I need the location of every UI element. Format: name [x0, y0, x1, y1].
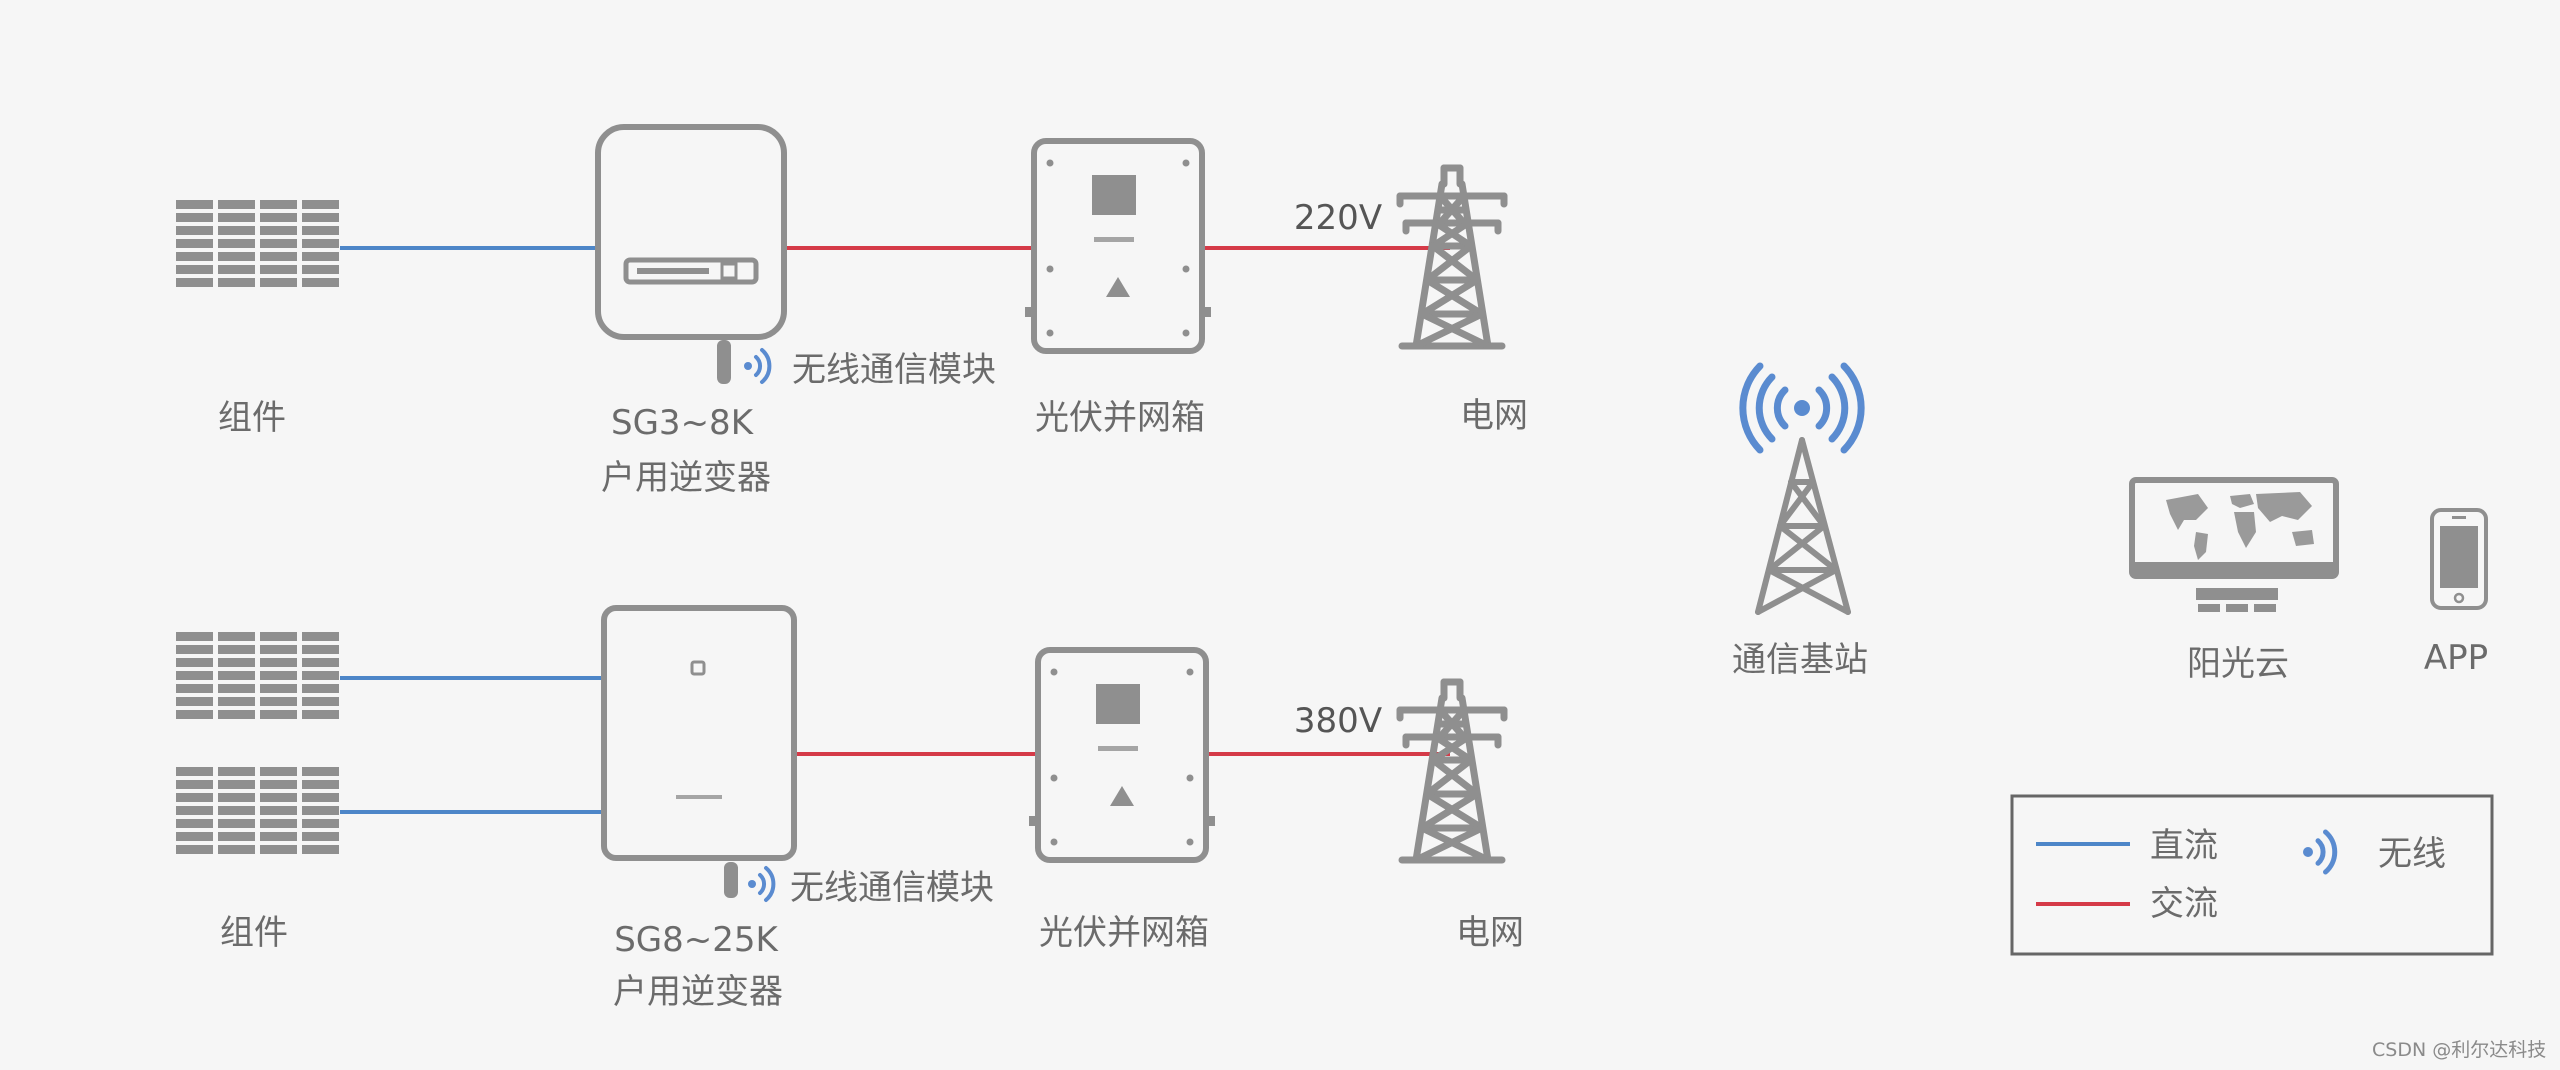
row2-combiner-box-icon [1029, 650, 1215, 860]
row2-combiner-label: 光伏并网箱 [1039, 913, 1209, 953]
row1-inverter-model: SG3~8K [611, 403, 753, 443]
row2-module-label: 组件 [220, 913, 288, 953]
base-station-label: 通信基站 [1732, 640, 1868, 680]
app-label: APP [2423, 638, 2489, 678]
monitor-world-map-icon [2129, 477, 2339, 612]
legend-ac-label: 交流 [2150, 884, 2218, 924]
legend-box [2010, 794, 2494, 956]
legend-dc-label: 直流 [2150, 826, 2218, 866]
row2-grid-pylon-icon [1400, 682, 1504, 860]
row1-module-label: 组件 [218, 398, 286, 438]
row1-combiner-box-icon [1025, 141, 1211, 351]
legend-wireless-icon [2303, 832, 2335, 872]
row2-inverter-model: SG8~25K [614, 920, 778, 960]
row1-voltage: 220V [1293, 198, 1383, 238]
row2-pv-module-icon-1 [176, 632, 339, 719]
row1-wireless-label: 无线通信模块 [792, 350, 996, 390]
row2-voltage: 380V [1293, 701, 1383, 741]
row1-inverter-icon [595, 124, 787, 384]
row1-wireless-module-icon [742, 348, 772, 384]
phone-app-icon [2430, 508, 2488, 610]
row1-grid-pylon-icon [1400, 168, 1504, 346]
row2-inverter-label: 户用逆变器 [613, 972, 783, 1012]
legend-wireless-label: 无线 [2378, 834, 2446, 874]
row2-grid-label: 电网 [1456, 913, 1524, 953]
row2-pv-module-icon-2 [176, 767, 339, 854]
row1-grid-label: 电网 [1460, 396, 1528, 436]
row2-wireless-label: 无线通信模块 [790, 868, 994, 908]
row2-wireless-module-icon [746, 866, 776, 902]
cloud-label: 阳光云 [2187, 644, 2289, 684]
row2-inverter-icon [601, 605, 797, 898]
row1-inverter-label: 户用逆变器 [601, 458, 771, 498]
row1-combiner-label: 光伏并网箱 [1035, 398, 1205, 438]
base-station-icon [1739, 362, 1865, 615]
row1-pv-module-icon [176, 200, 339, 287]
watermark: CSDN @利尔达科技 [2372, 1039, 2547, 1061]
